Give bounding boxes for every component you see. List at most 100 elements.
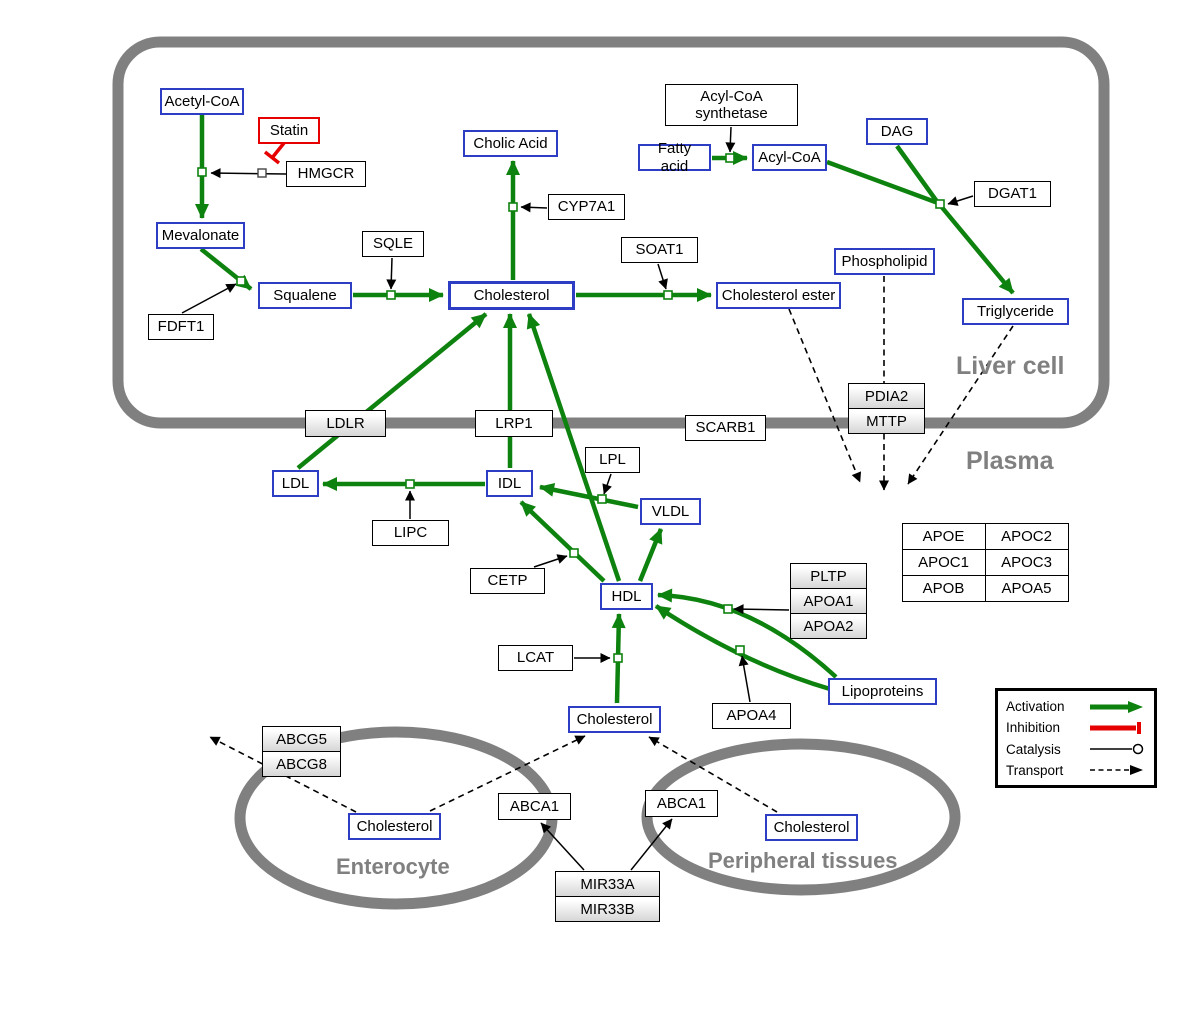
anchor-lcat — [613, 653, 623, 663]
transport-peripheral-cholesterol-to-plasma — [648, 736, 778, 813]
node-idl[interactable]: IDL — [486, 470, 533, 497]
liver-cell-membrane — [112, 36, 1110, 429]
catalysis-fdft1 — [181, 283, 237, 314]
node-abca1-enterocyte[interactable]: ABCA1 — [498, 793, 571, 820]
node-cholesterol-enterocyte[interactable]: Cholesterol — [348, 813, 441, 840]
anchor-statin-on-catalysis — [257, 168, 267, 178]
plasma-label: Plasma — [966, 447, 1054, 475]
node-fatty-acid[interactable]: Fatty acid — [638, 140, 711, 175]
node-lrp1[interactable]: LRP1 — [475, 410, 553, 437]
pdia2-mttp-stack: PDIA2 MTTP — [848, 383, 925, 434]
node-apoa4[interactable]: APOA4 — [712, 703, 791, 729]
legend-activation-label: Activation — [1006, 699, 1065, 715]
node-dag[interactable]: DAG — [866, 118, 928, 145]
catalysis-cetp — [533, 554, 568, 568]
anchor-cetp — [569, 548, 579, 558]
node-pltp[interactable]: PLTP — [790, 563, 867, 589]
anchor-apoa4 — [735, 645, 745, 655]
node-vldl[interactable]: VLDL — [640, 498, 701, 525]
node-lipoproteins[interactable]: Lipoproteins — [828, 678, 937, 705]
connector-mir33-to-abca1-right — [630, 818, 673, 871]
anchor-fdft1 — [236, 276, 246, 286]
apo-cell-apoa5[interactable]: APOA5 — [984, 574, 1069, 602]
legend-inhibition-label: Inhibition — [1006, 720, 1061, 736]
mir33-stack: MIR33A MIR33B — [555, 871, 660, 922]
edge-hdl-to-idl-cetp — [519, 500, 606, 583]
node-triglyceride[interactable]: Triglyceride — [962, 298, 1069, 325]
apo-cell-apoc1[interactable]: APOC1 — [901, 548, 986, 576]
node-acyl-coa[interactable]: Acyl-CoA — [752, 144, 827, 171]
catalysis-sqle — [386, 257, 397, 290]
node-apoa1[interactable]: APOA1 — [790, 588, 867, 614]
apo-cell-apoc2[interactable]: APOC2 — [984, 522, 1069, 550]
node-abca1-peripheral[interactable]: ABCA1 — [645, 790, 718, 817]
apolipoprotein-table: APOE APOC2 APOC1 APOC3 APOB APOA5 — [901, 522, 1069, 602]
edge-lipoproteins-to-hdl-upper — [657, 588, 838, 679]
node-cholesterol-ester[interactable]: Cholesterol ester — [716, 282, 841, 309]
node-hmgcr[interactable]: HMGCR — [286, 161, 366, 187]
catalysis-soat1 — [657, 263, 668, 290]
edge-hdl-to-cholesterol — [526, 313, 622, 582]
node-sqle[interactable]: SQLE — [362, 231, 424, 257]
legend: Activation Inhibition Catalysis Transpor… — [995, 688, 1157, 788]
node-ldlr[interactable]: LDLR — [305, 410, 386, 437]
node-mir33a[interactable]: MIR33A — [555, 871, 660, 897]
node-cyp7a1[interactable]: CYP7A1 — [548, 194, 625, 220]
node-apoa2[interactable]: APOA2 — [790, 613, 867, 639]
anchor-acyl-coa-synthetase — [725, 153, 735, 163]
node-cholic-acid[interactable]: Cholic Acid — [463, 130, 558, 157]
node-statin[interactable]: Statin — [258, 117, 320, 144]
node-fdft1[interactable]: FDFT1 — [148, 314, 214, 340]
node-mevalonate[interactable]: Mevalonate — [156, 222, 245, 249]
node-lcat[interactable]: LCAT — [498, 645, 573, 671]
apo-cell-apoe[interactable]: APOE — [901, 522, 986, 550]
anchor-lpl — [597, 494, 607, 504]
inhibition-statin-hmgcr-tbar — [263, 150, 281, 165]
node-squalene[interactable]: Squalene — [258, 282, 352, 309]
node-abcg5[interactable]: ABCG5 — [262, 726, 341, 752]
node-dgat1[interactable]: DGAT1 — [974, 181, 1051, 207]
pltp-apoa-stack: PLTP APOA1 APOA2 — [790, 563, 867, 639]
node-cholesterol-peripheral[interactable]: Cholesterol — [765, 814, 858, 841]
catalysis-circle-icon — [1090, 743, 1144, 755]
node-lpl[interactable]: LPL — [585, 447, 640, 473]
node-soat1[interactable]: SOAT1 — [621, 237, 698, 263]
node-cetp[interactable]: CETP — [470, 568, 545, 594]
activation-arrow-icon — [1090, 700, 1143, 713]
node-acyl-coa-synthetase[interactable]: Acyl-CoA synthetase — [665, 84, 798, 126]
connector-apoa4 — [738, 655, 751, 703]
edge-hdl-to-vldl — [637, 528, 664, 582]
catalysis-dgat1 — [947, 195, 974, 206]
node-abcg8[interactable]: ABCG8 — [262, 751, 341, 777]
anchor-soat1 — [663, 290, 673, 300]
anchor-sqle — [386, 290, 396, 300]
legend-catalysis-label: Catalysis — [1006, 741, 1061, 757]
node-scarb1[interactable]: SCARB1 — [685, 415, 766, 441]
anchor-hmgcr — [197, 167, 207, 177]
edge-vldl-to-idl — [539, 482, 639, 510]
node-acetyl-coa[interactable]: Acetyl-CoA — [160, 88, 244, 115]
node-cholesterol-plasma[interactable]: Cholesterol — [568, 706, 661, 733]
transport-enterocyte-cholesterol-to-plasma — [429, 735, 586, 812]
apo-cell-apob[interactable]: APOB — [901, 574, 986, 602]
node-phospholipid[interactable]: Phospholipid — [834, 248, 935, 275]
edge-lipoproteins-to-hdl-lower — [654, 604, 831, 692]
node-pdia2[interactable]: PDIA2 — [848, 383, 925, 409]
node-mttp[interactable]: MTTP — [848, 408, 925, 434]
edge-junction-to-triglyceride — [938, 203, 1015, 295]
node-mir33b[interactable]: MIR33B — [555, 896, 660, 922]
anchor-lipc — [405, 479, 415, 489]
node-cholesterol-liver[interactable]: Cholesterol — [448, 281, 575, 310]
catalysis-lpl — [602, 473, 612, 495]
node-ldl[interactable]: LDL — [272, 470, 319, 497]
apo-cell-apoc3[interactable]: APOC3 — [984, 548, 1069, 576]
connector-apoa-stack — [733, 604, 790, 615]
edge-ldl-to-cholesterol-via-ldlr — [296, 312, 488, 470]
anchor-dgat1 — [935, 199, 945, 209]
anchor-cyp7a1 — [508, 202, 518, 212]
legend-item-activation: Activation — [1006, 696, 1146, 717]
inhibition-statin-hmgcr — [270, 141, 286, 160]
node-lipc[interactable]: LIPC — [372, 520, 449, 546]
node-hdl[interactable]: HDL — [600, 583, 653, 610]
